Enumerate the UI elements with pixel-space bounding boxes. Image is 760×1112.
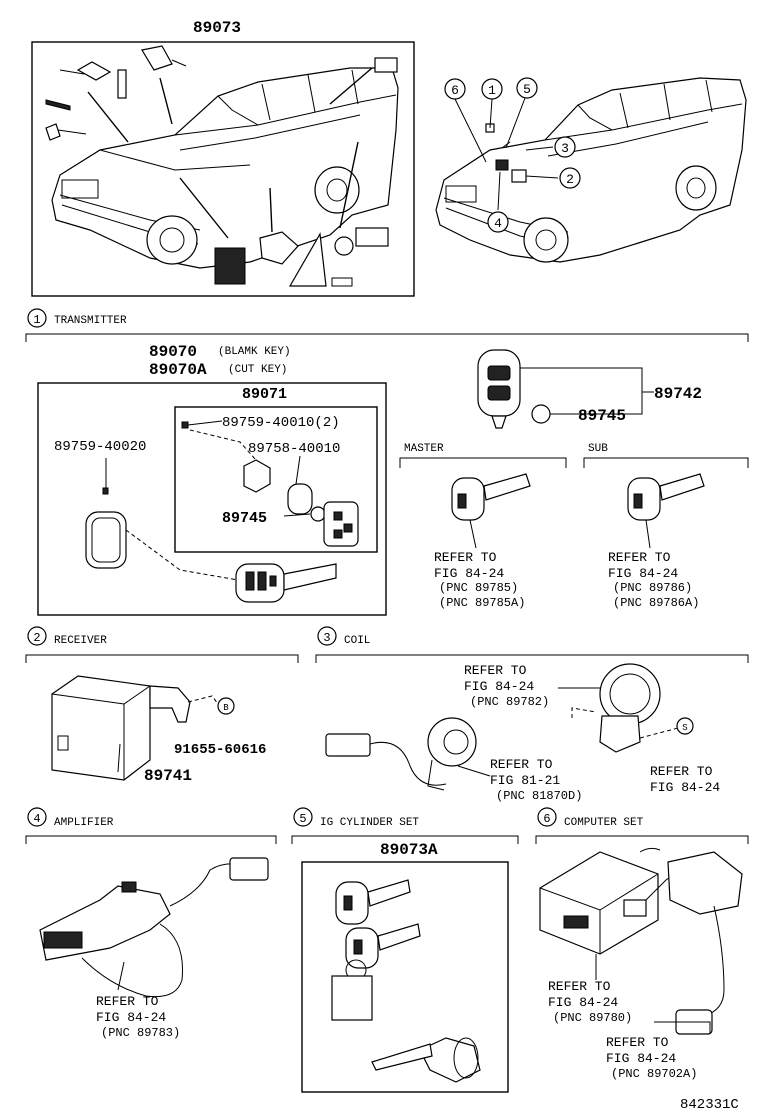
transmitter-components: [85, 421, 359, 603]
svg-text:4: 4: [33, 812, 40, 826]
svg-text:4: 4: [494, 216, 502, 231]
figure-id: 842331C: [680, 1097, 739, 1112]
screw-qty-part: 89759-40010(2): [222, 415, 340, 431]
svg-text:(PNC 81870D): (PNC 81870D): [496, 789, 582, 803]
svg-text:FIG 84-24: FIG 84-24: [606, 1051, 676, 1066]
svg-text:FIG 84-24: FIG 84-24: [548, 995, 618, 1010]
svg-text:1: 1: [488, 83, 496, 98]
amplifier-ref-text: REFER TO FIG 84-24 (PNC 89783): [96, 994, 180, 1040]
svg-text:REFER TO: REFER TO: [606, 1035, 669, 1050]
coil-illustration: [325, 663, 694, 791]
svg-text:AMPLIFIER: AMPLIFIER: [54, 817, 114, 829]
receiver-bolt-part: 91655-60616: [174, 742, 266, 758]
svg-text:(PNC 89786A): (PNC 89786A): [613, 596, 699, 610]
computer-set-illustration: [539, 847, 743, 1035]
receiver-bolt-callout: B: [223, 703, 229, 713]
svg-text:REFER TO: REFER TO: [96, 994, 159, 1009]
svg-text:FIG 84-24: FIG 84-24: [464, 679, 534, 694]
amplifier-illustration: [39, 857, 269, 998]
section-4-header: 4 AMPLIFIER: [25, 807, 277, 844]
computer-ref-a: REFER TO FIG 84-24 (PNC 89780): [548, 979, 632, 1025]
svg-text:REFER TO: REFER TO: [548, 979, 611, 994]
right-vehicle-illustration: [435, 77, 747, 263]
svg-text:(PNC 89783): (PNC 89783): [101, 1026, 180, 1040]
screw-part: 89759-40020: [54, 439, 146, 455]
svg-text:COIL: COIL: [344, 635, 370, 647]
section-3-header: 3 COIL: [315, 626, 749, 663]
sub-ref-text: REFER TO FIG 84-24 (PNC 89786) (PNC 8978…: [608, 550, 699, 610]
svg-text:(PNC 89780): (PNC 89780): [553, 1011, 632, 1025]
svg-text:(PNC 89785): (PNC 89785): [439, 581, 518, 595]
key-cut-note: (CUT KEY): [228, 364, 287, 376]
sub-label: SUB: [588, 443, 608, 455]
svg-text:(PNC 89785A): (PNC 89785A): [439, 596, 525, 610]
cylinder-set-illustration: [331, 879, 481, 1083]
header-part-number: 89073: [193, 19, 241, 37]
remote-battery-part: 89745: [578, 407, 626, 425]
svg-text:1: 1: [33, 313, 40, 327]
svg-text:6: 6: [451, 83, 459, 98]
sub-assy-part: 89071: [242, 386, 287, 403]
section-5-header: 5 IG CYLINDER SET: [291, 807, 519, 844]
coil-callout: S: [682, 723, 687, 733]
master-ref-text: REFER TO FIG 84-24 (PNC 89785) (PNC 8978…: [434, 550, 525, 610]
svg-text:5: 5: [523, 82, 531, 97]
coil-ref-right: REFER TO FIG 84-24: [650, 764, 720, 795]
master-key-illustration: [451, 473, 531, 549]
section-2-header: 2 RECEIVER: [25, 626, 299, 663]
vehicle-callouts: 6 1 5 3 2 4: [444, 77, 581, 233]
vehicle-overview-frame: [31, 41, 415, 297]
svg-text:REFER TO: REFER TO: [464, 663, 527, 678]
svg-text:REFER TO: REFER TO: [608, 550, 671, 565]
svg-text:5: 5: [299, 812, 306, 826]
svg-text:2: 2: [566, 172, 574, 187]
svg-text:FIG 84-24: FIG 84-24: [96, 1010, 166, 1025]
coil-ref-top: REFER TO FIG 84-24 (PNC 89782): [464, 663, 549, 709]
case-part: 89758-40010: [248, 441, 340, 457]
section-1-header: 1 TRANSMITTER: [25, 308, 749, 342]
svg-text:FIG 84-24: FIG 84-24: [608, 566, 678, 581]
svg-text:REFER TO: REFER TO: [650, 764, 713, 779]
svg-text:(PNC 89786): (PNC 89786): [613, 581, 692, 595]
svg-text:REFER TO: REFER TO: [434, 550, 497, 565]
svg-text:FIG 84-24: FIG 84-24: [434, 566, 504, 581]
cylinder-set-part: 89073A: [380, 841, 438, 859]
cylinder-set-frame: [301, 861, 509, 1093]
key-blank-part: 89070: [149, 343, 197, 361]
svg-text:(PNC 89782): (PNC 89782): [470, 695, 549, 709]
svg-text:6: 6: [543, 812, 550, 826]
remote-illustration: [477, 349, 551, 429]
master-label: MASTER: [404, 443, 444, 455]
svg-text:FIG 81-21: FIG 81-21: [490, 773, 560, 788]
svg-text:FIG 84-24: FIG 84-24: [650, 780, 720, 795]
battery-part: 89745: [222, 510, 267, 527]
svg-text:(PNC 89702A): (PNC 89702A): [611, 1067, 697, 1081]
transmitter-key-frame: [37, 382, 387, 616]
svg-text:REFER TO: REFER TO: [490, 757, 553, 772]
computer-ref-b: REFER TO FIG 84-24 (PNC 89702A): [606, 1035, 697, 1081]
receiver-illustration: [51, 675, 235, 781]
svg-text:IG CYLINDER SET: IG CYLINDER SET: [320, 817, 419, 829]
left-vehicle-illustration: [45, 45, 399, 287]
svg-text:TRANSMITTER: TRANSMITTER: [54, 315, 127, 327]
key-blank-note: (BLAMK KEY): [218, 346, 291, 358]
svg-text:3: 3: [323, 631, 330, 645]
remote-leader: [520, 367, 654, 393]
receiver-part: 89741: [144, 767, 192, 785]
vehicle-callout-leaders: [454, 97, 559, 211]
svg-text:2: 2: [33, 631, 40, 645]
svg-text:COMPUTER SET: COMPUTER SET: [564, 817, 644, 829]
sub-assy-frame: [174, 406, 378, 553]
remote-part: 89742: [654, 385, 702, 403]
svg-text:RECEIVER: RECEIVER: [54, 635, 107, 647]
key-cut-part: 89070A: [149, 361, 207, 379]
svg-text:3: 3: [561, 141, 569, 156]
coil-ref-mid: REFER TO FIG 81-21 (PNC 81870D): [490, 757, 582, 803]
section-6-header: 6 COMPUTER SET: [535, 807, 749, 844]
sub-key-illustration: [627, 473, 705, 549]
